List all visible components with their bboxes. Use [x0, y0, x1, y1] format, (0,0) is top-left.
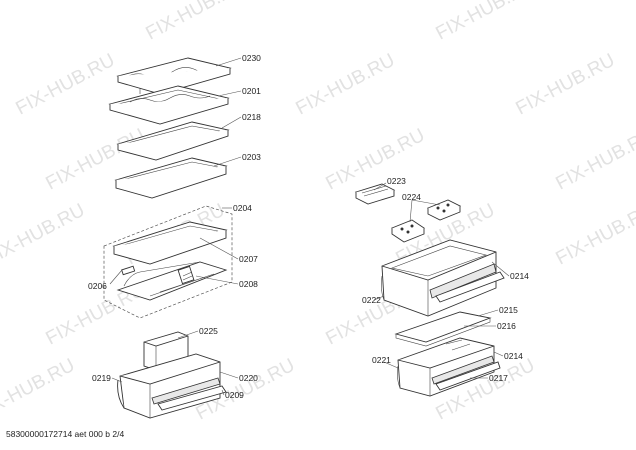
part-labels: 0230 0201 0218 0203 0204 0207 0206 0208 …	[88, 53, 529, 400]
part-0223-clip	[354, 183, 396, 205]
label-0203: 0203	[242, 152, 261, 162]
label-0216: 0216	[497, 321, 516, 331]
label-0230: 0230	[242, 53, 261, 63]
part-0203-glass-shelf	[114, 157, 228, 199]
part-0201-shelf-frame	[108, 85, 230, 125]
watermark: FIX-HUB.RU	[552, 200, 636, 270]
label-0204: 0204	[233, 203, 252, 213]
watermark: FIX-HUB.RU	[292, 50, 398, 120]
watermark: FIX-HUB.RU	[0, 200, 88, 270]
part-0219-drawer	[117, 353, 227, 419]
part-0218-glass-shelf	[116, 121, 230, 161]
part-0215-plate	[394, 311, 492, 347]
label-0219: 0219	[92, 373, 111, 383]
leader-lines	[109, 57, 510, 396]
part-0221-drawer	[397, 337, 501, 397]
document-id: 58300000172714 aet 000 b 2/4	[6, 429, 125, 439]
label-0222: 0222	[362, 295, 381, 305]
label-0225: 0225	[199, 326, 218, 336]
label-0218: 0218	[242, 112, 261, 122]
label-0214: 0214	[510, 271, 529, 281]
watermark: FIX-HUB.RU	[142, 0, 248, 44]
label-0208: 0208	[239, 279, 258, 289]
label-0209: 0209	[225, 390, 244, 400]
watermark: FIX-HUB.RU	[432, 0, 538, 44]
watermark: FIX-HUB.RU	[12, 50, 118, 120]
watermark: FIX-HUB.RU	[0, 355, 78, 425]
label-0206: 0206	[88, 281, 107, 291]
watermark: FIX-HUB.RU	[552, 125, 636, 195]
part-0204-shelf-assembly	[103, 205, 233, 319]
label-0217: 0217	[489, 373, 508, 383]
watermark: FIX-HUB.RU	[512, 50, 618, 120]
part-0222-drawer	[381, 239, 505, 317]
label-0221: 0221	[372, 355, 391, 365]
watermark-layer: FIX-HUB.RU FIX-HUB.RU FIX-HUB.RU FIX-HUB…	[0, 0, 636, 424]
part-0224-pads	[391, 199, 462, 243]
label-0207: 0207	[239, 254, 258, 264]
label-0214: 0214	[504, 351, 523, 361]
label-0220: 0220	[239, 373, 258, 383]
label-0224: 0224	[402, 192, 421, 202]
label-0223: 0223	[387, 176, 406, 186]
label-0201: 0201	[242, 86, 261, 96]
watermark: FIX-HUB.RU	[322, 125, 428, 195]
part-0230-wine-rack	[116, 57, 232, 95]
label-0215: 0215	[499, 305, 518, 315]
